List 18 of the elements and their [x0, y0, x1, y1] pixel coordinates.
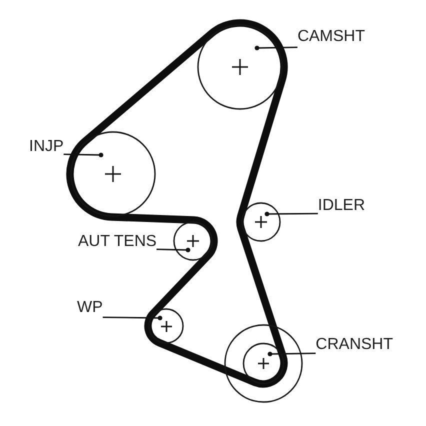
pulley-circle: [197, 24, 283, 110]
part-label: CAMSHT: [297, 28, 365, 48]
part-label: IDLER: [318, 198, 365, 214]
pulley-circle: [241, 202, 281, 242]
leader-line: [102, 316, 162, 320]
pulley-circle: [173, 221, 213, 261]
part-label: WP: [77, 300, 103, 318]
pulley-circle: [224, 324, 302, 402]
pulley-circle: [148, 308, 184, 344]
leader-line: [254, 46, 298, 50]
leader-line: [264, 212, 318, 216]
leader-line: [64, 152, 104, 158]
part-label: INJP: [29, 138, 64, 155]
pulley-circle: [70, 131, 156, 217]
part-label: AUT TENS: [78, 234, 157, 250]
part-label: CRANSHT: [316, 336, 393, 354]
leader-line: [156, 248, 190, 252]
leader-line: [268, 352, 316, 356]
